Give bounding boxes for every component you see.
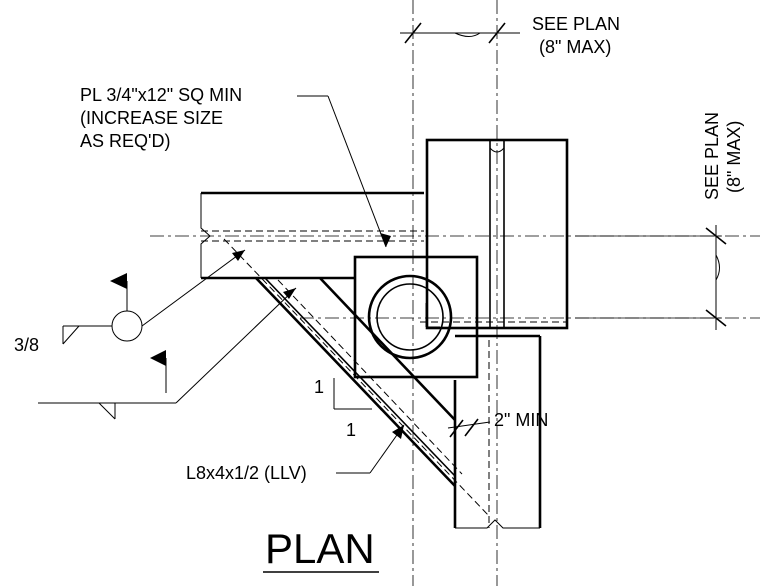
plate-note-line1: PL 3/4"x12" SQ MIN	[80, 85, 242, 105]
weld-size-label: 3/8	[14, 335, 39, 355]
see-plan-right-line2: (8" MAX)	[724, 121, 744, 193]
horizontal-beam	[200, 191, 424, 280]
see-plan-top-line1: SEE PLAN	[532, 14, 620, 34]
see-plan-top-line2: (8" MAX)	[539, 37, 611, 57]
plate-note-line3: AS REQ'D)	[80, 131, 170, 151]
top-dimension	[400, 22, 520, 44]
angle-label: L8x4x1/2 (LLV)	[186, 463, 307, 483]
slope-run-label: 1	[346, 420, 356, 440]
lower-member	[453, 334, 542, 529]
weld-symbol-lower	[38, 287, 297, 420]
plate-note-line2: (INCREASE SIZE	[80, 108, 223, 128]
see-plan-right-line1: SEE PLAN	[702, 112, 722, 200]
slope-symbol	[333, 378, 372, 410]
leaders	[297, 95, 491, 474]
wide-flange-column	[420, 138, 569, 330]
base-plate	[353, 255, 479, 379]
diagonal-angle-brace	[223, 238, 491, 518]
weld-symbol-upper	[62, 249, 246, 345]
slope-rise-label: 1	[314, 377, 324, 397]
min-dimension-label: 2" MIN	[494, 410, 548, 430]
drawing-title: PLAN	[265, 525, 375, 572]
right-dimension	[575, 225, 727, 330]
